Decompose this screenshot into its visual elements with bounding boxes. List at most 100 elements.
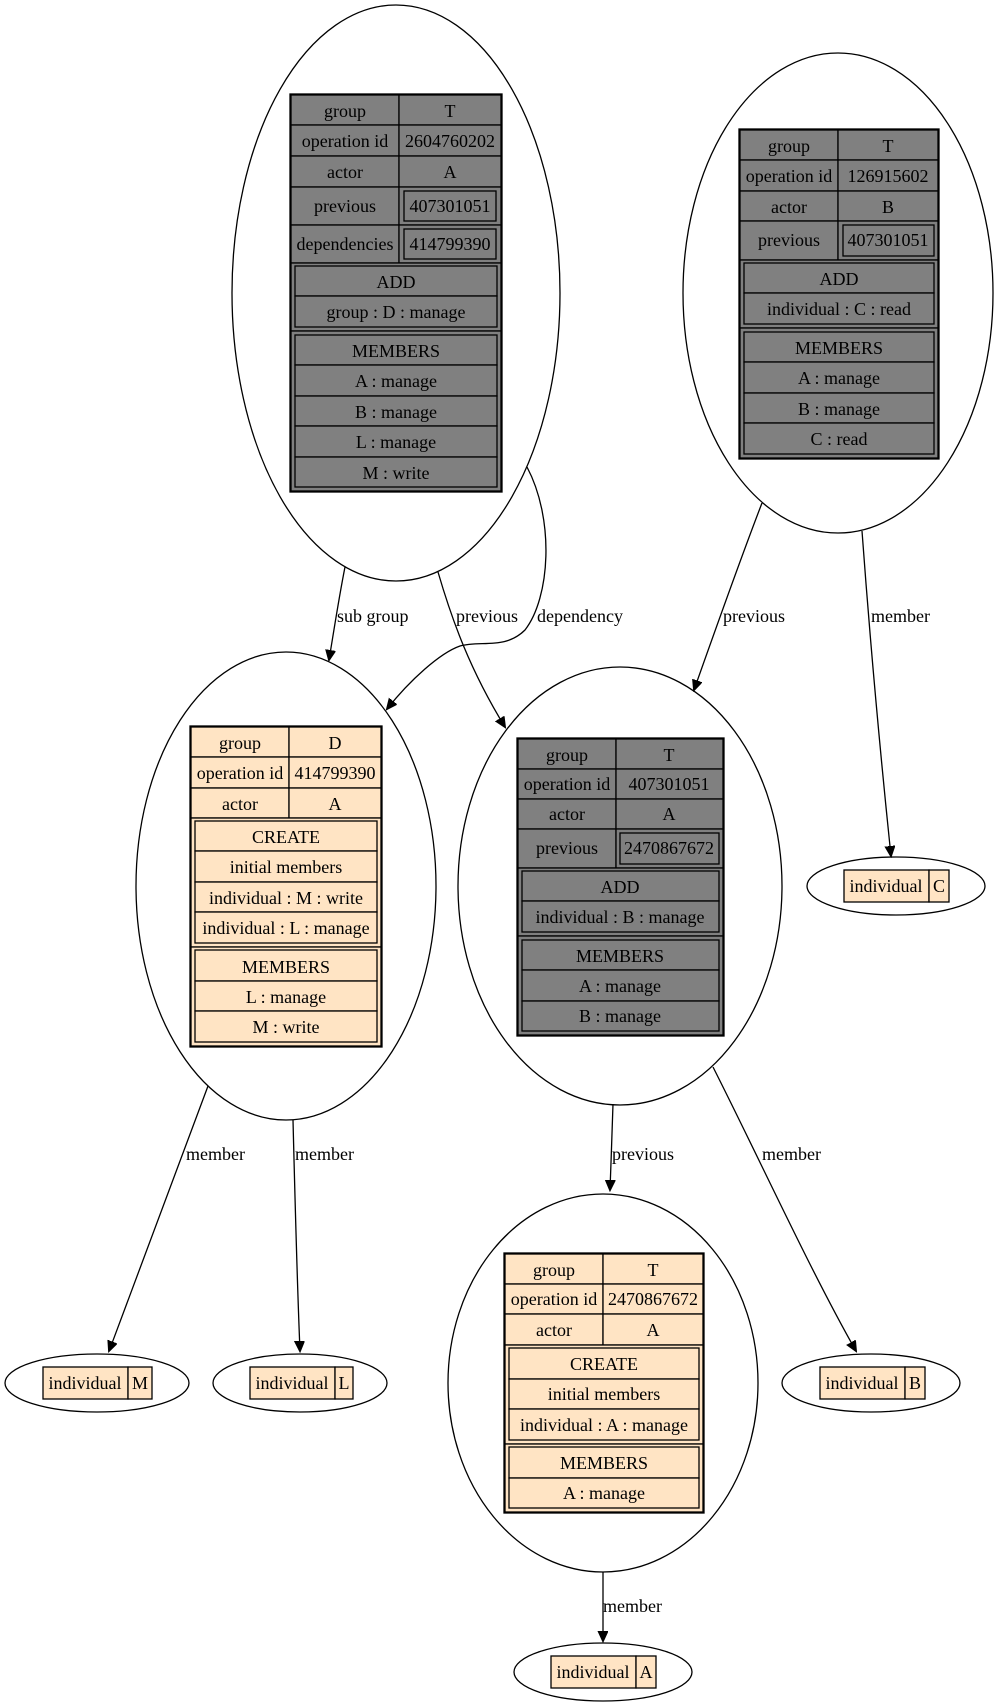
action-title: ADD: [601, 877, 640, 897]
cell-member-1: [294, 395, 498, 427]
cell-dependencies-inner: [403, 228, 497, 260]
node-ellipse: [457, 666, 783, 1106]
cell-members-title: [294, 334, 498, 366]
cell-member-0: [194, 980, 378, 1012]
node-ellipse: [682, 52, 994, 534]
opid-value: 126915602: [848, 166, 929, 186]
actor-label: actor: [327, 162, 363, 182]
group-label: group: [324, 101, 366, 121]
edge-label-member-A: member: [603, 1596, 662, 1616]
cell-actor-value: [837, 190, 939, 222]
cell-group-value: [602, 1253, 704, 1285]
individual-table: individual L: [249, 1366, 354, 1400]
member-entry: A : manage: [579, 976, 661, 996]
cell-name: [928, 869, 950, 903]
edge-member-L: [292, 1119, 300, 1351]
opid-value: 414799390: [295, 763, 376, 783]
cell-action-item: [294, 295, 498, 328]
actor-label: actor: [222, 794, 258, 814]
previous-label: previous: [536, 838, 598, 858]
dependencies-value: 414799390: [410, 234, 491, 254]
cell-previous-label: [290, 186, 400, 226]
node-ellipse: [781, 1353, 961, 1413]
previous-value: 407301051: [848, 230, 929, 250]
member-entry: B : manage: [798, 399, 880, 419]
cell-previous-inner: [619, 832, 720, 865]
edge-dependency: [387, 466, 547, 709]
edge-label-member-B: member: [762, 1144, 821, 1164]
group-label: group: [546, 745, 588, 765]
members-title: MEMBERS: [576, 946, 664, 966]
cell-actor-label: [504, 1313, 604, 1346]
cell-dependencies-label: [290, 224, 400, 264]
cell-actor-label: [739, 190, 839, 222]
cell-actor-label: [290, 155, 400, 188]
actor-label: actor: [771, 197, 807, 217]
cell-member-2: [743, 422, 935, 455]
cell-action-title: [194, 820, 378, 852]
individual-table: individual B: [819, 1366, 926, 1400]
individual-table: individual M: [42, 1366, 153, 1400]
action-title: ADD: [820, 269, 859, 289]
cell-kind: [843, 869, 930, 903]
actor-value: A: [663, 804, 676, 824]
cell-name: [635, 1655, 657, 1689]
group-label: group: [768, 136, 810, 156]
previous-value: 2470867672: [624, 838, 714, 858]
node-ellipse: [231, 4, 561, 582]
member-entry: A : manage: [355, 371, 437, 391]
edge-label-previous-1: previous: [456, 606, 518, 626]
operation-table: group D operation id 414799390 actor A C…: [189, 725, 383, 1048]
members-title: MEMBERS: [560, 1453, 648, 1473]
cell-action-title: [294, 265, 498, 297]
actor-label: actor: [549, 804, 585, 824]
edge-label-dependency: dependency: [537, 606, 623, 626]
individual-name: C: [933, 876, 945, 896]
opid-value: 407301051: [629, 774, 710, 794]
individual-kind: individual: [850, 876, 923, 896]
cell-members-title: [743, 331, 935, 363]
initial-member-entry: individual : L : manage: [202, 918, 369, 938]
member-entry: M : write: [253, 1017, 320, 1037]
actor-value: A: [647, 1320, 660, 1340]
cell-opid-value: [398, 124, 502, 157]
cell-member-0: [743, 361, 935, 394]
cell-opid-label: [517, 768, 617, 800]
member-entry: C : read: [811, 429, 868, 449]
member-entry: L : manage: [356, 432, 436, 452]
cell-actor-value: [398, 155, 502, 188]
individual-kind: individual: [826, 1373, 899, 1393]
opid-label: operation id: [511, 1289, 597, 1309]
members-title: MEMBERS: [352, 341, 440, 361]
cell-member-1: [743, 392, 935, 424]
opid-label: operation id: [197, 763, 283, 783]
edge-label-member-L: member: [295, 1144, 354, 1164]
node-ellipse: [4, 1353, 190, 1413]
cell-initial-1: [194, 911, 378, 944]
group-value: T: [648, 1260, 659, 1280]
operation-node-126915602: group T operation id 126915602 actor B p…: [682, 52, 994, 534]
node-ellipse: [806, 856, 986, 916]
individual-kind: individual: [256, 1373, 329, 1393]
edge-label-previous-2: previous: [723, 606, 785, 626]
cell-action-title: [508, 1347, 700, 1380]
node-ellipse: [447, 1193, 759, 1573]
cell-previous-inner: [842, 224, 935, 257]
member-entry: B : manage: [579, 1006, 661, 1026]
cell-action-item: [521, 900, 720, 933]
individual-name: B: [909, 1373, 921, 1393]
edge-label-member-M: member: [186, 1144, 245, 1164]
cell-action-item: [743, 292, 935, 325]
cell-actor-label: [517, 798, 617, 830]
action-item: individual : C : read: [767, 299, 911, 319]
individual-node-L: individual L: [212, 1353, 388, 1413]
cell-member-1: [521, 1000, 720, 1032]
cell-member-2: [294, 425, 498, 458]
node-ellipse: [212, 1353, 388, 1413]
cell-member-1: [194, 1010, 378, 1043]
cell-members-title: [508, 1446, 700, 1479]
edge-label-previous-3: previous: [612, 1144, 674, 1164]
cell-initial-label: [508, 1378, 700, 1410]
initial-members-label: initial members: [230, 857, 342, 877]
